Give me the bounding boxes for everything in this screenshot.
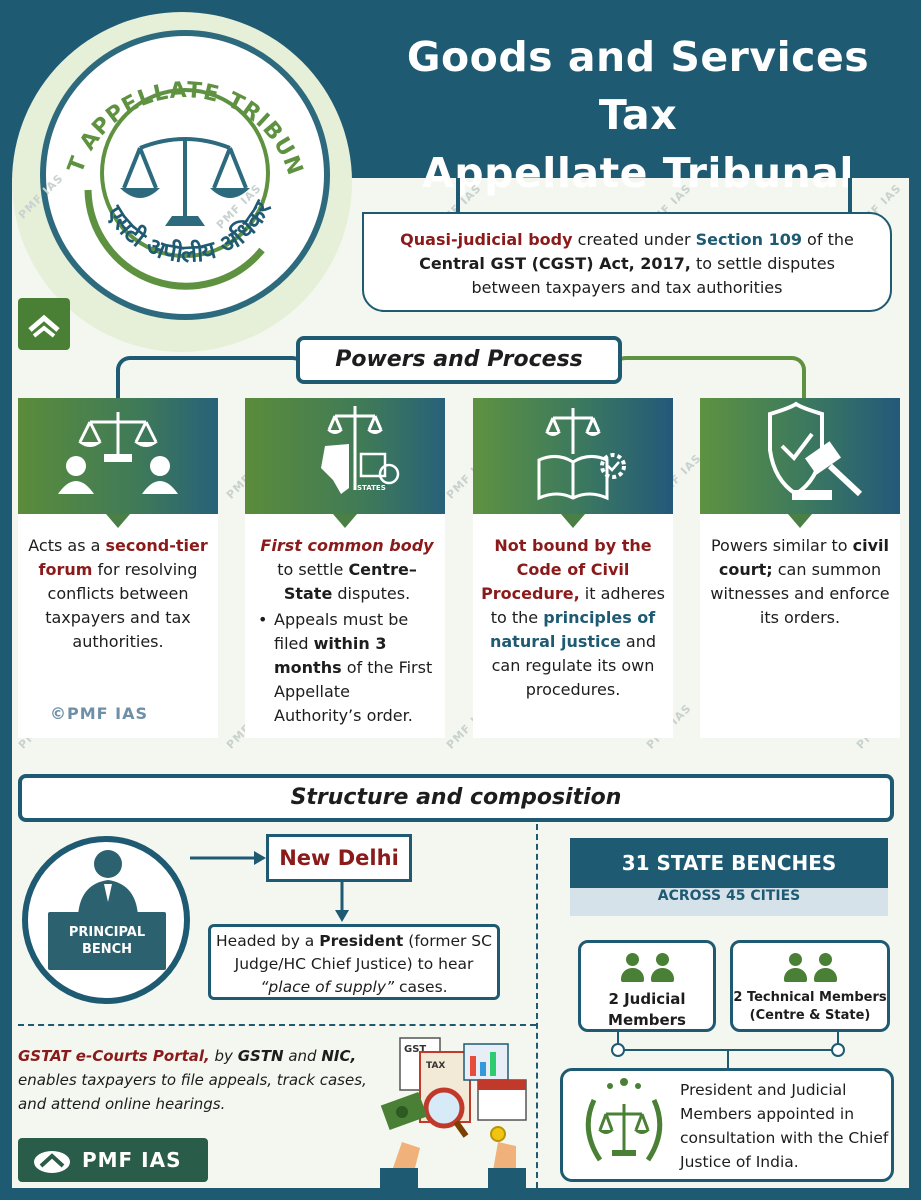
book-scales-gear-icon bbox=[537, 408, 626, 501]
tax-doc-label: TAX bbox=[426, 1061, 445, 1071]
card-text-2: First common body to settle Centre–State… bbox=[260, 536, 434, 603]
card-header-2: STATES bbox=[245, 398, 445, 514]
svg-text:GST APPELLATE TRIBUNAL: GST APPELLATE TRIBUNAL bbox=[40, 30, 308, 179]
shield-gavel-icon bbox=[768, 401, 863, 500]
chevron-up-icon bbox=[28, 314, 60, 338]
card-text-4: Powers similar to civil court; can summo… bbox=[710, 536, 890, 627]
divider-vertical bbox=[536, 824, 538, 1188]
section-title-powers: Powers and Process bbox=[296, 336, 622, 384]
card-header-4 bbox=[700, 398, 900, 514]
card-arrow bbox=[333, 514, 357, 528]
connector-line-left bbox=[116, 356, 306, 400]
new-delhi-box: New Delhi bbox=[266, 834, 412, 882]
principal-bench-label: PRINCIPAL BENCH bbox=[48, 912, 166, 970]
card-text-1: Acts as a second-tier forum for resolvin… bbox=[28, 536, 208, 651]
india-map-scales-icon: STATES bbox=[321, 406, 400, 494]
seal-arc-text: GST APPELLATE TRIBUNAL bbox=[40, 30, 307, 179]
tax-documents-illustration: GST TAX bbox=[380, 1037, 527, 1188]
title-panel bbox=[360, 0, 921, 178]
intro-definition-box: Quasi-judicial body created under Sectio… bbox=[362, 212, 892, 312]
divider-horizontal bbox=[18, 1024, 536, 1026]
members-connector bbox=[611, 1032, 845, 1070]
laurel-scales-icon bbox=[585, 1078, 663, 1162]
scroll-up-button[interactable] bbox=[18, 298, 70, 350]
judge-icon bbox=[78, 850, 138, 916]
pmf-ias-badge: PMF IAS bbox=[18, 1138, 208, 1182]
connector bbox=[848, 178, 852, 212]
card-arrow bbox=[561, 514, 585, 528]
connector bbox=[456, 178, 460, 212]
person-icon bbox=[814, 953, 837, 983]
judicial-members-box: 2 Judicial Members bbox=[578, 940, 716, 1032]
connector-line-right bbox=[612, 356, 806, 400]
card-bullet-2: •Appeals must be filed within 3 months o… bbox=[258, 610, 433, 725]
scales-people-icon bbox=[58, 412, 178, 494]
appointment-text: President and Judicial Members appointed… bbox=[680, 1081, 889, 1171]
copyright-text: ©PMF IAS bbox=[50, 704, 149, 723]
arrow-down-icon bbox=[335, 882, 349, 922]
ecourts-description: GSTAT e-Courts Portal, by GSTN and NIC, … bbox=[18, 1047, 367, 1113]
state-benches-banner: 31 STATE BENCHES bbox=[570, 838, 888, 888]
person-icon bbox=[621, 953, 644, 983]
card-arrow bbox=[106, 514, 130, 528]
card-header-3 bbox=[473, 398, 673, 514]
card-arrow bbox=[788, 514, 812, 528]
gst-doc-label: GST bbox=[404, 1044, 426, 1055]
person-icon bbox=[651, 953, 674, 983]
person-icon bbox=[784, 953, 807, 983]
pmf-logo-icon bbox=[34, 1151, 70, 1173]
section-title-structure: Structure and composition bbox=[18, 774, 894, 822]
president-description-box: Headed by a President (former SC Judge/H… bbox=[208, 924, 500, 1000]
card-text-3: Not bound by the Code of Civil Procedure… bbox=[481, 536, 665, 699]
appointment-box bbox=[560, 1068, 894, 1182]
seal-graphics: GST APPELLATE TRIBUNAL जीएसटी अपीलीय अधि… bbox=[40, 30, 308, 290]
technical-members-box: 2 Technical Members (Centre & State) bbox=[730, 940, 890, 1032]
card-header-1 bbox=[18, 398, 218, 514]
states-label: STATES bbox=[357, 484, 386, 492]
arrow-right-icon bbox=[190, 851, 266, 865]
